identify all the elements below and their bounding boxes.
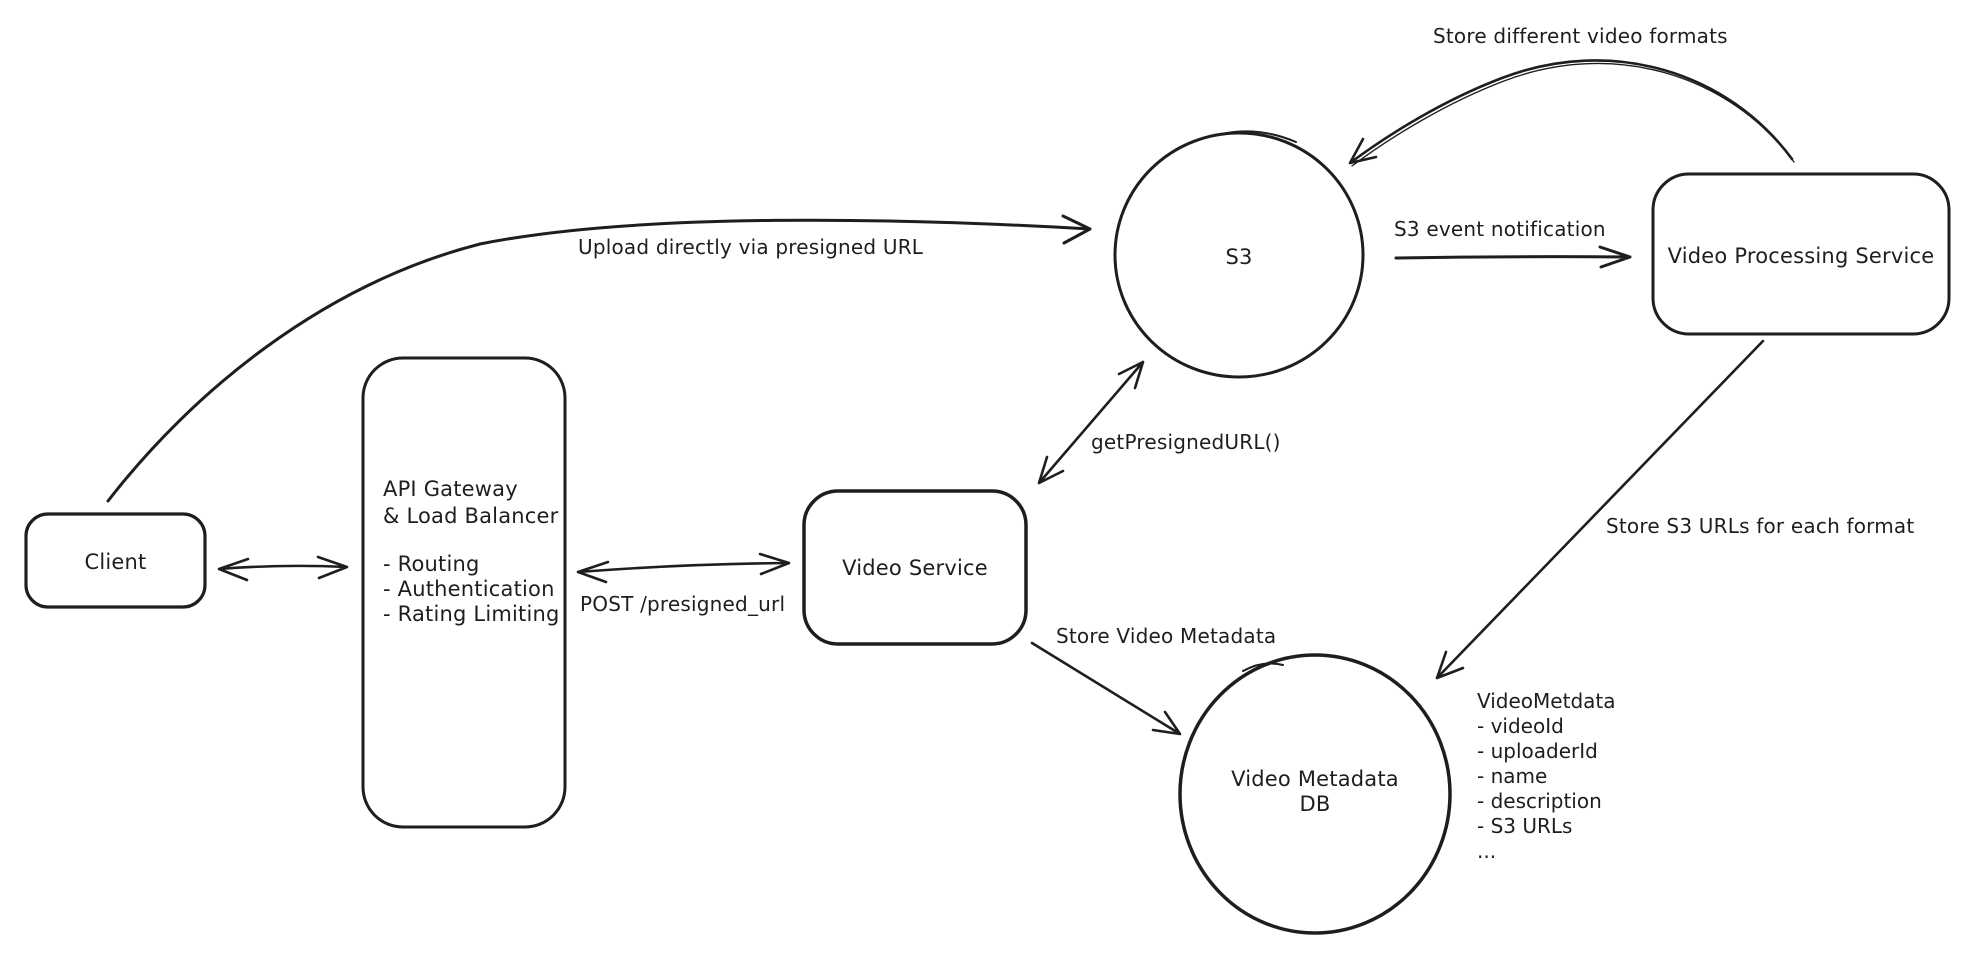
edge-label-store-different-video-formats: Store different video formats: [1433, 24, 1728, 48]
schema-field-name: - name: [1477, 764, 1548, 788]
edge-videoservice-s3-arrow: [1037, 360, 1145, 485]
video-service-box: [802, 489, 1028, 646]
edge-label-s3-event-notification: S3 event notification: [1394, 217, 1606, 241]
video-processing-label: Video Processing Service: [1667, 244, 1935, 268]
video-processing-box: [1651, 172, 1951, 336]
edge-label-get-presigned-url: getPresignedURL(): [1091, 430, 1281, 454]
video-metadata-db-circle: [1178, 653, 1452, 935]
s3-circle: [1113, 131, 1365, 379]
schema-field-ellipsis: ...: [1477, 839, 1497, 863]
schema-field-videoid: - videoId: [1477, 714, 1564, 738]
edge-processing-db-arrow: [1435, 339, 1765, 680]
edge-processing-s3-curve-sketch: [1351, 62, 1795, 167]
schema-field-s3-urls: - S3 URLs: [1477, 814, 1573, 838]
edge-processing-s3-curve-arrow: [1348, 59, 1794, 165]
schema-field-description: - description: [1477, 789, 1602, 813]
edge-gateway-videoservice-arrow: [576, 552, 791, 584]
edge-videoservice-db-arrow: [1030, 641, 1182, 736]
edge-label-upload-presigned-url: Upload directly via presigned URL: [578, 235, 924, 259]
edge-label-store-video-metadata: Store Video Metadata: [1056, 624, 1277, 648]
edge-s3-processing-arrow: [1394, 245, 1632, 269]
video-metadata-schema: VideoMetdata - videoId - uploaderId - na…: [1477, 689, 1616, 864]
api-gateway-title-line1: API Gateway: [383, 477, 518, 501]
api-gateway-title-line2: & Load Balancer: [383, 504, 559, 528]
video-metadata-db-label-line2: DB: [1299, 792, 1331, 816]
schema-title: VideoMetdata: [1477, 689, 1616, 713]
edge-client-gateway-arrow: [217, 555, 349, 582]
schema-field-uploaderid: - uploaderId: [1477, 739, 1598, 763]
db-circle-sketch-mark: [1242, 662, 1284, 672]
api-gateway-feature-authentication: - Authentication: [383, 577, 555, 601]
api-gateway-feature-routing: - Routing: [383, 552, 480, 576]
video-metadata-db-label-line1: Video Metadata: [1231, 767, 1399, 791]
client-label: Client: [84, 550, 147, 574]
edge-label-post-presigned-url: POST /presigned_url: [580, 592, 786, 616]
edge-client-s3-upload-arrow: [106, 214, 1092, 503]
s3-label: S3: [1225, 245, 1253, 269]
api-gateway-feature-rate-limiting: - Rating Limiting: [383, 602, 560, 626]
video-service-label: Video Service: [842, 556, 988, 580]
client-box: [24, 512, 207, 609]
edge-label-store-s3-urls-for-each-format: Store S3 URLs for each format: [1606, 514, 1915, 538]
s3-circle-sketch-mark: [1221, 130, 1297, 143]
api-gateway-box: [361, 356, 567, 829]
